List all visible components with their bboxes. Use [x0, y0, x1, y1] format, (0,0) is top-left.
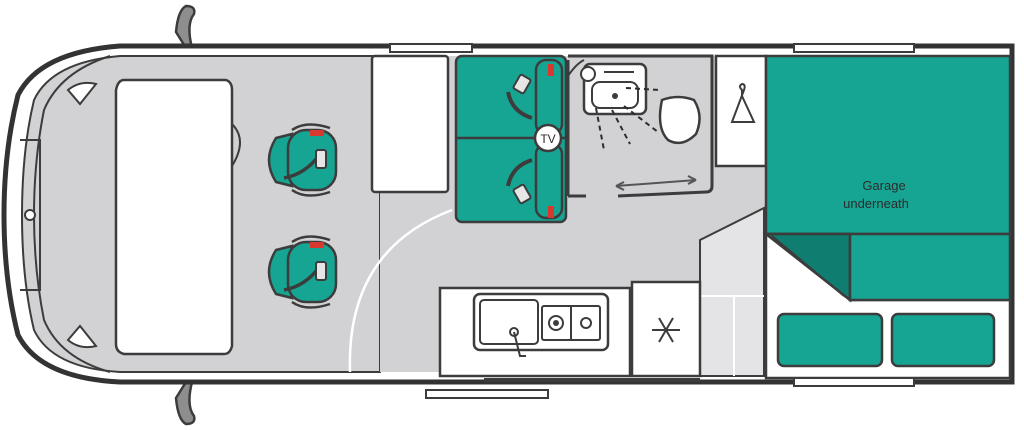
step	[425, 389, 549, 399]
kitchen	[438, 280, 702, 378]
washroom	[566, 54, 714, 198]
mirror-icon	[174, 380, 196, 426]
tv-icon: TV	[533, 123, 563, 153]
snowflake-icon	[652, 317, 680, 343]
dashboard	[114, 78, 234, 356]
pillow	[890, 312, 996, 368]
slide-arrow-icon	[615, 175, 697, 191]
hob-icon	[541, 305, 601, 341]
tv-label: TV	[540, 132, 555, 146]
seatbelt-icon	[512, 64, 554, 218]
window	[389, 43, 473, 53]
window	[793, 43, 915, 53]
bed: Garage underneath	[762, 54, 1012, 380]
mirror-icon	[174, 4, 196, 50]
garage-label-line2: underneath	[843, 196, 909, 211]
wardrobe	[714, 54, 768, 168]
pillow	[776, 312, 884, 368]
toilet-icon	[658, 95, 701, 145]
garage-label-line1: Garage	[862, 178, 905, 193]
cupboard	[370, 54, 450, 194]
window	[793, 377, 915, 387]
coat-hanger-icon	[730, 82, 756, 123]
dinette-seats	[454, 54, 568, 224]
